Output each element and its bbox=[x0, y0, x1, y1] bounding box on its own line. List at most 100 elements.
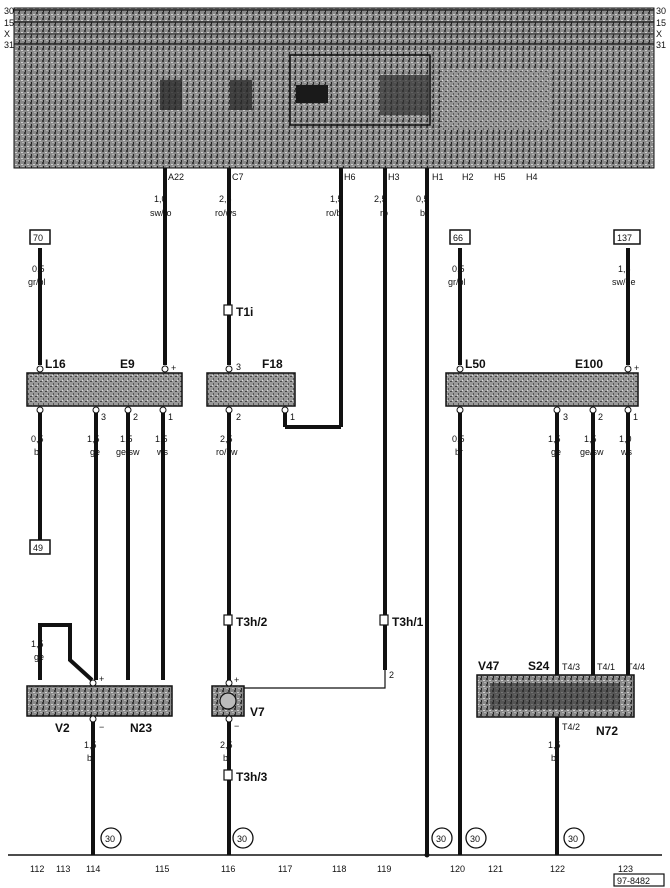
connector-h5: H5 bbox=[494, 172, 506, 182]
ref-box-49: 49 bbox=[29, 539, 51, 555]
col-115: 115 bbox=[155, 864, 169, 874]
pin-e9-3: 3 bbox=[101, 412, 106, 422]
wire-label-f18-out: 2,5 ro/sw bbox=[216, 434, 238, 457]
bus-labels-right: 30 15 X 31 bbox=[656, 6, 666, 50]
ground-119: 30 bbox=[431, 827, 453, 849]
wire-label-ref70: 0,5 gr/bl bbox=[28, 264, 46, 287]
svg-text:1,5: 1,5 bbox=[584, 434, 597, 444]
wire-label-ref137: 1,5 sw/ge bbox=[612, 264, 636, 287]
pin-e9-2: 2 bbox=[133, 412, 138, 422]
connector-h3: H3 bbox=[388, 172, 400, 182]
svg-text:ge: ge bbox=[551, 447, 561, 457]
pin-e100-1: 1 bbox=[633, 412, 638, 422]
connector-h1: H1 bbox=[432, 172, 444, 182]
ground-bus bbox=[8, 852, 662, 858]
svg-text:0,5: 0,5 bbox=[31, 434, 44, 444]
wire-label-n72-gnd: 1,5 br bbox=[548, 740, 561, 763]
wire-label-a22: 1,0 sw/ro bbox=[150, 194, 172, 218]
col-112: 112 bbox=[30, 864, 44, 874]
svg-text:br: br bbox=[551, 753, 559, 763]
svg-text:2,5: 2,5 bbox=[220, 434, 233, 444]
col-120: 120 bbox=[450, 864, 465, 874]
pin-v2-minus: − bbox=[99, 722, 104, 732]
svg-text:0,5: 0,5 bbox=[32, 264, 45, 274]
svg-text:1,5: 1,5 bbox=[548, 740, 561, 750]
svg-text:137: 137 bbox=[617, 233, 632, 243]
bus-label-31-left: 31 bbox=[4, 40, 14, 50]
svg-text:1,5: 1,5 bbox=[330, 194, 343, 204]
wire-label-v2-in: 1,5 ge bbox=[31, 639, 44, 662]
ground-markers: 30 30 30 30 30 bbox=[100, 827, 585, 849]
pin-v2-plus: + bbox=[99, 674, 104, 684]
svg-text:ge/sw: ge/sw bbox=[580, 447, 604, 457]
svg-text:0,5: 0,5 bbox=[452, 264, 465, 274]
svg-text:1,5: 1,5 bbox=[618, 264, 631, 274]
wire-label-h6: 1,5 ro/bl bbox=[326, 194, 344, 218]
label-n72: N72 bbox=[596, 724, 618, 738]
wire-labels-e100-out: 0,5 br 1,5 ge 1,5 ge/sw 1,0 ws bbox=[452, 434, 632, 457]
svg-text:ge: ge bbox=[90, 447, 100, 457]
column-numbers: 112 113 114 115 116 117 118 119 120 121 … bbox=[30, 864, 633, 874]
svg-text:br: br bbox=[420, 208, 428, 218]
svg-text:30: 30 bbox=[470, 834, 480, 844]
svg-text:br: br bbox=[87, 753, 95, 763]
svg-text:1,5: 1,5 bbox=[31, 639, 44, 649]
svg-text:T3h/3: T3h/3 bbox=[236, 770, 268, 784]
ref-box-66: 66 bbox=[449, 229, 471, 245]
label-f18: F18 bbox=[262, 357, 283, 371]
motor-v47-s24-n72: V47 S24 T4/3 T4/1 T4/4 T4/2 N72 bbox=[476, 659, 645, 738]
ground-120: 30 bbox=[465, 827, 487, 849]
svg-text:2,5: 2,5 bbox=[219, 194, 232, 204]
label-s24: S24 bbox=[528, 659, 550, 673]
connector-t1i: T1i bbox=[223, 304, 253, 319]
pin-f18-1: 1 bbox=[290, 412, 295, 422]
bus-label-15-left: 15 bbox=[4, 18, 14, 28]
wires bbox=[38, 168, 630, 855]
col-123: 123 bbox=[618, 864, 633, 874]
svg-text:1,5: 1,5 bbox=[548, 434, 561, 444]
svg-text:ge: ge bbox=[34, 652, 44, 662]
svg-text:1,5: 1,5 bbox=[120, 434, 133, 444]
col-113: 113 bbox=[56, 864, 70, 874]
svg-text:66: 66 bbox=[453, 233, 463, 243]
svg-text:70: 70 bbox=[33, 233, 43, 243]
motor-v2-n23: + − V2 N23 bbox=[26, 674, 173, 735]
svg-text:ro/ws: ro/ws bbox=[215, 208, 237, 218]
label-v2: V2 bbox=[55, 721, 70, 735]
connector-labels: A22 C7 H6 H3 H1 H2 H5 H4 bbox=[168, 172, 538, 182]
bus-label-31-right: 31 bbox=[656, 40, 666, 50]
svg-text:br: br bbox=[455, 447, 463, 457]
pin-e100-3: 3 bbox=[563, 412, 568, 422]
svg-text:30: 30 bbox=[105, 834, 115, 844]
label-e100: E100 bbox=[575, 357, 603, 371]
switch-e100: L50 E100 + 3 2 1 bbox=[445, 357, 639, 422]
label-l50: L50 bbox=[465, 357, 486, 371]
svg-text:ws: ws bbox=[156, 447, 168, 457]
svg-text:97-8482: 97-8482 bbox=[617, 876, 650, 886]
connector-t3h3: T3h/3 bbox=[223, 769, 268, 784]
svg-text:gr/bl: gr/bl bbox=[28, 277, 46, 287]
svg-text:30: 30 bbox=[568, 834, 578, 844]
svg-text:ge/sw: ge/sw bbox=[116, 447, 140, 457]
col-118: 118 bbox=[332, 864, 346, 874]
pin-v7-plus: + bbox=[234, 675, 239, 685]
svg-text:ro/bl: ro/bl bbox=[326, 208, 344, 218]
svg-text:br: br bbox=[34, 447, 42, 457]
connector-h6: H6 bbox=[344, 172, 356, 182]
figure-id: 97-8482 bbox=[613, 873, 665, 887]
col-117: 117 bbox=[278, 864, 292, 874]
pin-e100-2: 2 bbox=[598, 412, 603, 422]
pin-t4-2: T4/2 bbox=[562, 722, 580, 732]
pin-f18-3: 3 bbox=[236, 362, 241, 372]
svg-text:30: 30 bbox=[237, 834, 247, 844]
svg-text:sw/ro: sw/ro bbox=[150, 208, 172, 218]
pin-t4-3: T4/3 bbox=[562, 662, 580, 672]
ground-122: 30 bbox=[563, 827, 585, 849]
connector-c7: C7 bbox=[232, 172, 244, 182]
bus-label-30-left: 30 bbox=[4, 6, 14, 16]
wire-labels-e9-out: 0,5 br 1,5 ge 1,5 ge/sw 1,5 ws bbox=[31, 434, 168, 457]
wire-label-v7-gnd: 2,5 br bbox=[220, 740, 233, 763]
bus-label-x-left: X bbox=[4, 29, 10, 39]
col-116: 116 bbox=[221, 864, 235, 874]
